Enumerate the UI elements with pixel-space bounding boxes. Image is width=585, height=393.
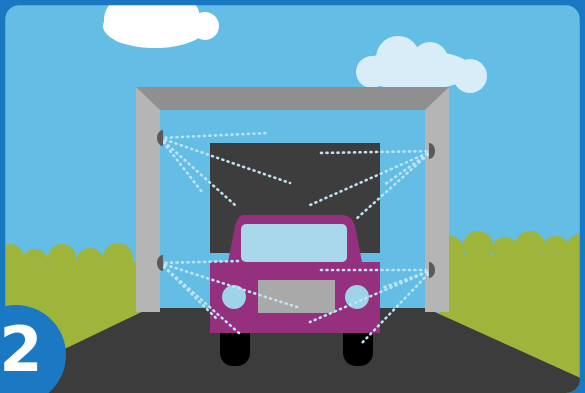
headlight-left: [222, 285, 246, 309]
windshield: [241, 224, 347, 262]
truck-icon: [210, 215, 380, 333]
step-number: 2: [0, 312, 44, 388]
